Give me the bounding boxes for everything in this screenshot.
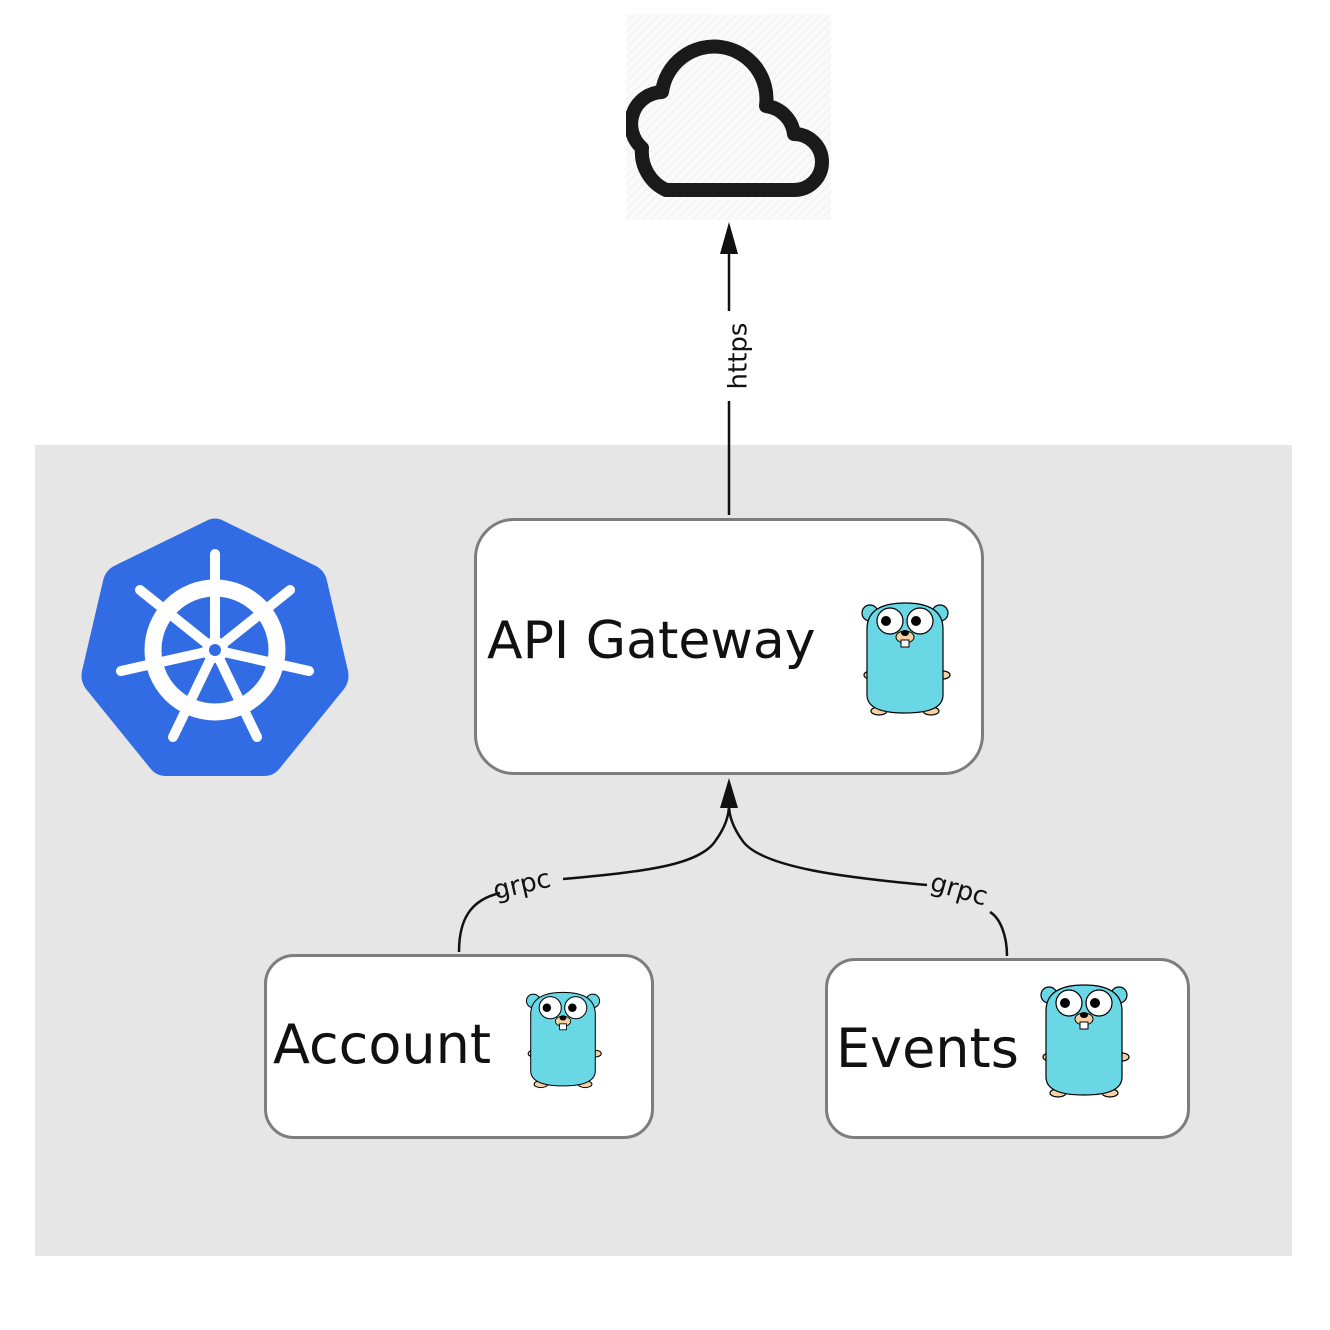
grpc-events-edge-lower [989,910,1009,957]
grpc-arrowhead [720,778,738,808]
grpc-account-edge-lower [457,891,501,953]
https-arrowhead [720,222,738,254]
gopher-icon [1036,981,1132,1105]
grpc-events-edge-upper [727,804,928,887]
events-node[interactable]: Events [825,958,1190,1139]
account-node[interactable]: Account [264,954,654,1139]
kubernetes-logo-icon [81,518,349,776]
internet-cloud [624,14,831,220]
grpc-account-edge-upper [562,804,731,881]
api-gateway-node[interactable]: API Gateway [474,518,984,775]
kubernetes-logo [80,516,350,776]
account-label: Account [273,1013,492,1076]
api-gateway-label: API Gateway [487,611,816,671]
gopher-icon [520,989,606,1095]
cloud-icon [624,14,831,220]
gopher-icon [857,599,953,723]
https-edge-label: https [723,322,754,390]
events-label: Events [836,1017,1019,1080]
